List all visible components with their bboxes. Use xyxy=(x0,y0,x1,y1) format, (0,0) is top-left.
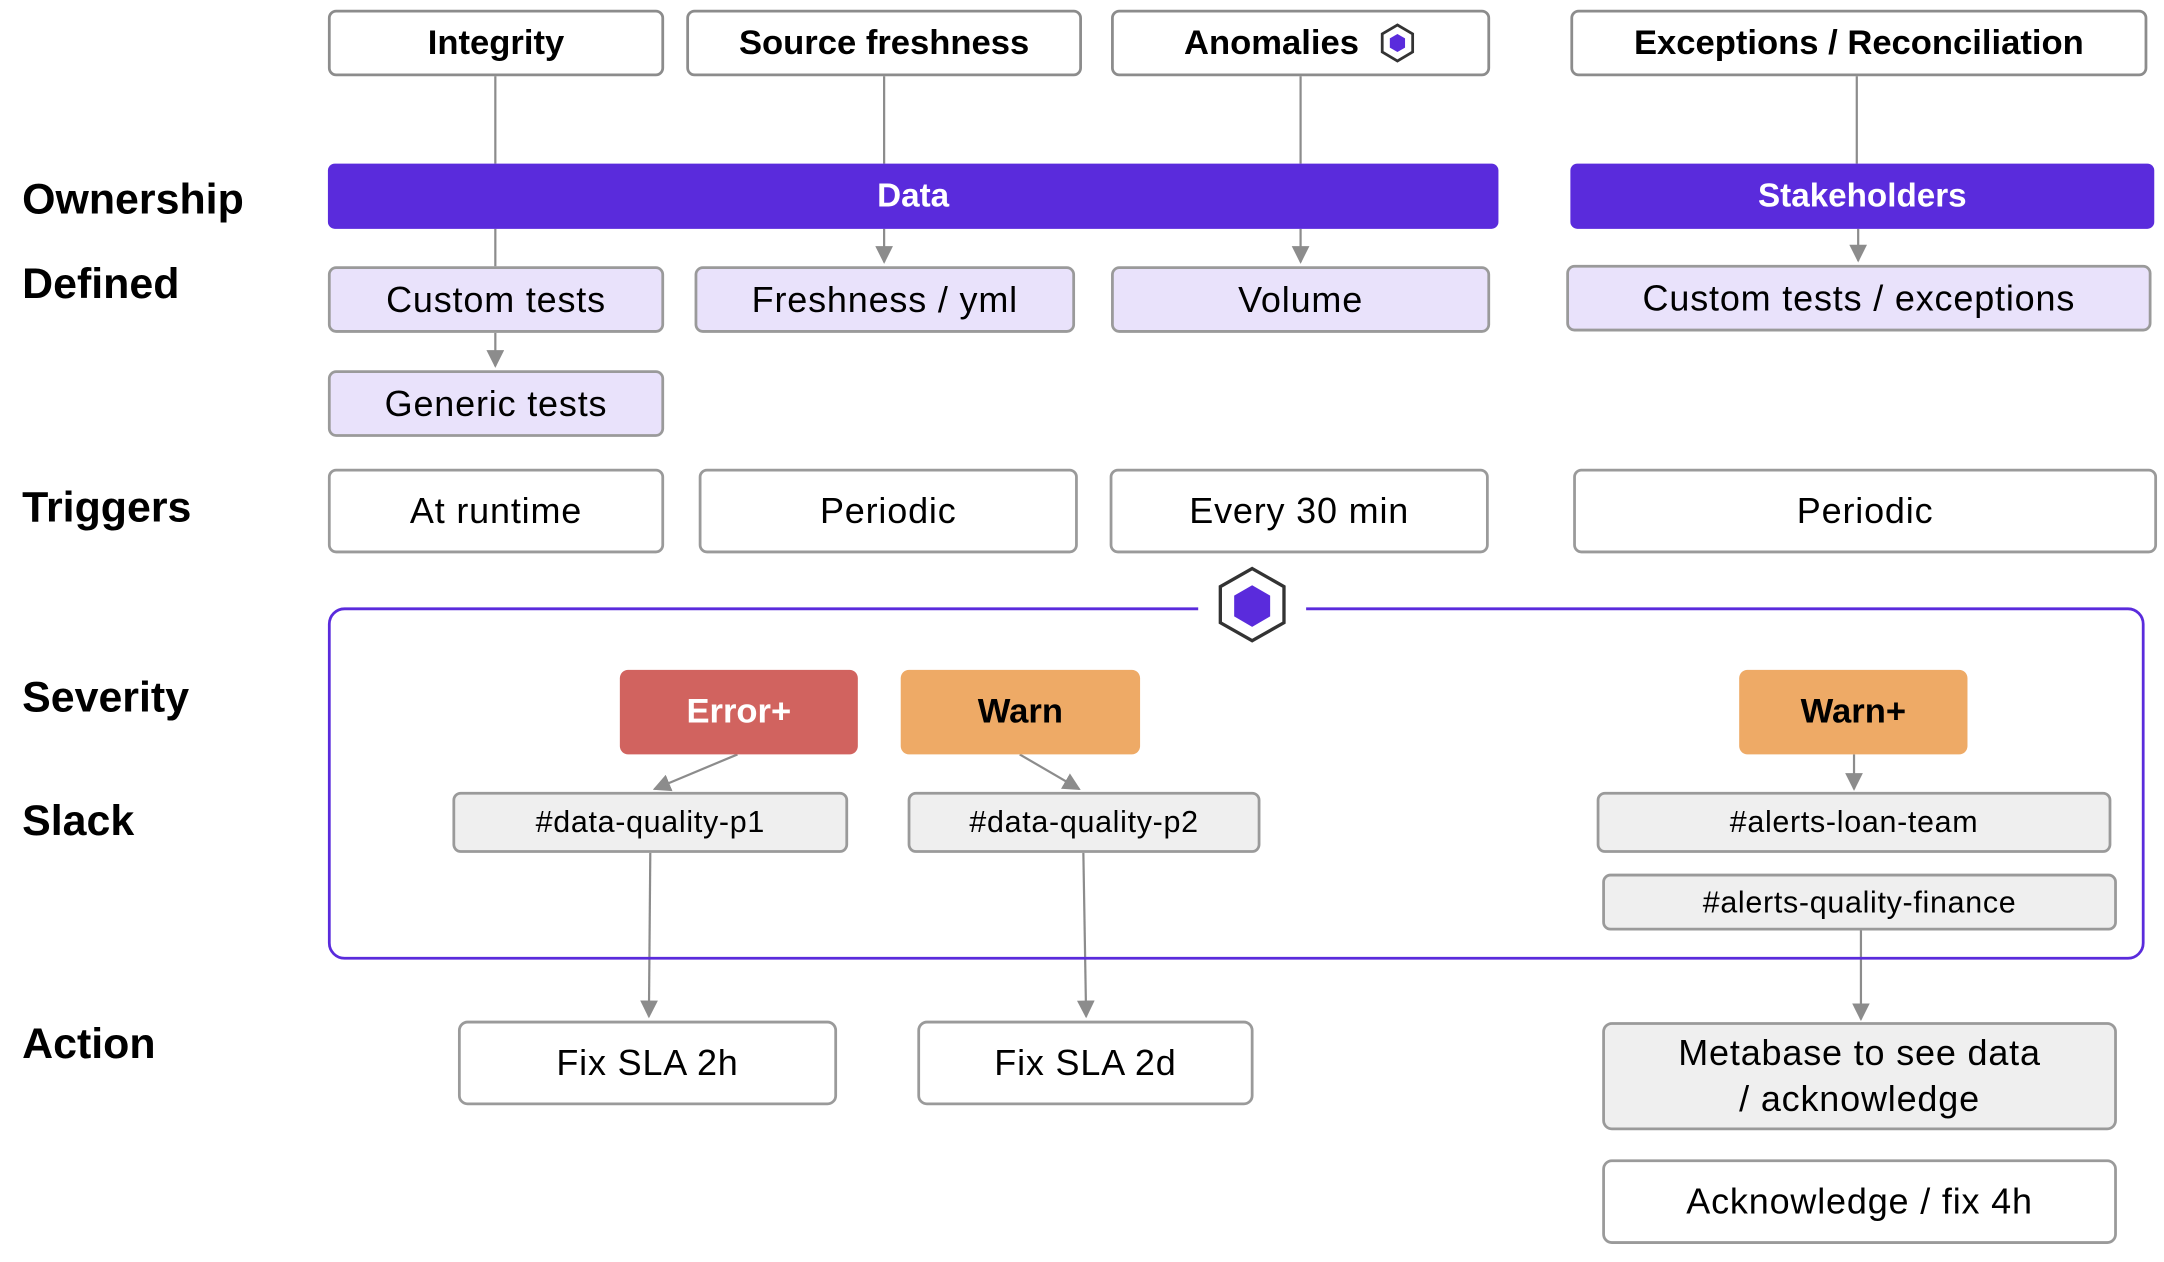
header-exceptions-reconciliation: Exceptions / Reconciliation xyxy=(1570,9,2148,77)
slack-alerts-quality-finance: #alerts-quality-finance xyxy=(1602,873,2117,931)
ownership-data: Data xyxy=(327,163,1499,229)
action-fix-sla-2h: Fix SLA 2h xyxy=(457,1020,838,1106)
header-source-freshness: Source freshness xyxy=(686,9,1082,77)
row-label-slack: Slack xyxy=(22,796,135,845)
slack-data-quality-p2: #data-quality-p2 xyxy=(907,791,1261,853)
arrow-error-p1 xyxy=(652,753,738,792)
action-metabase-acknowledge: Metabase to see data / acknowledge xyxy=(1602,1022,2117,1131)
slack-data-quality-p1: #data-quality-p1 xyxy=(452,791,849,853)
slack-alerts-loan-team: #alerts-loan-team xyxy=(1596,791,2112,853)
hexagon-logo-icon xyxy=(1198,563,1307,647)
ownership-stakeholders: Stakeholders xyxy=(1570,163,2155,229)
header-anomalies-label: Anomalies xyxy=(1184,22,1359,62)
defined-freshness-yml: Freshness / yml xyxy=(694,266,1076,333)
row-label-ownership: Ownership xyxy=(22,174,244,224)
severity-error-plus: Error+ xyxy=(619,669,858,755)
severity-warn-plus: Warn+ xyxy=(1739,669,1968,755)
header-integrity: Integrity xyxy=(327,9,665,77)
arrow-p2-sla xyxy=(1077,852,1095,1019)
defined-volume: Volume xyxy=(1111,266,1491,333)
row-label-defined: Defined xyxy=(22,259,180,308)
arrow-p1-sla xyxy=(640,852,658,1019)
defined-custom-tests: Custom tests xyxy=(327,266,665,333)
defined-custom-exceptions: Custom tests / exceptions xyxy=(1566,264,2152,332)
arrow-warn-p2 xyxy=(1019,753,1081,791)
action-fix-sla-2d: Fix SLA 2d xyxy=(917,1020,1254,1106)
trigger-periodic-freshness: Periodic xyxy=(698,468,1078,554)
hexagon-small-icon xyxy=(1381,23,1415,63)
header-anomalies: Anomalies xyxy=(1111,9,1491,77)
trigger-periodic-exceptions: Periodic xyxy=(1573,468,2158,554)
row-label-action: Action xyxy=(22,1019,156,1068)
severity-warn: Warn xyxy=(900,669,1141,755)
defined-generic-tests: Generic tests xyxy=(327,370,665,437)
action-acknowledge-fix-4h: Acknowledge / fix 4h xyxy=(1602,1159,2117,1244)
trigger-at-runtime: At runtime xyxy=(327,468,665,554)
trigger-every-30-min: Every 30 min xyxy=(1109,468,1489,554)
row-label-severity: Severity xyxy=(22,672,190,722)
row-label-triggers: Triggers xyxy=(22,482,192,532)
